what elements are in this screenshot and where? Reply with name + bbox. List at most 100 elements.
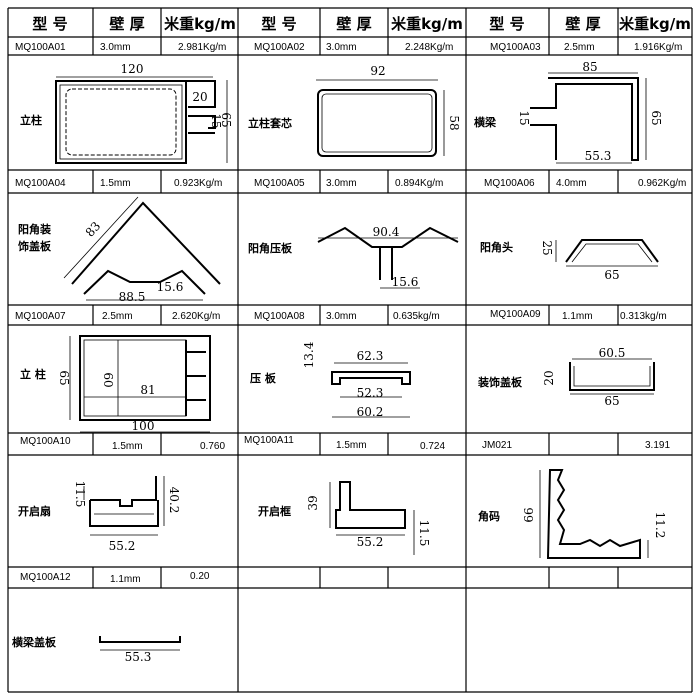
- weight-cell: 0.724: [420, 441, 445, 452]
- header-model: 型 号: [32, 15, 67, 33]
- profile-name: 开启扇: [18, 504, 51, 518]
- header-wall: 壁 厚: [565, 15, 600, 33]
- header-model: 型 号: [261, 15, 296, 33]
- weight-cell: 2.620Kg/m: [172, 311, 220, 322]
- profile-drawing: 阳角装 饰盖板 83 88.5 15.6: [18, 196, 221, 304]
- profile-drawing: 立柱套芯 92 58: [248, 64, 461, 157]
- model-cell: MQ100A12: [20, 572, 71, 583]
- dimension: 90.4: [373, 225, 400, 239]
- profile-name: 阳角装: [18, 222, 51, 236]
- dimension: 88.5: [119, 290, 146, 304]
- profile-drawing: 立 柱 65 60 81 100: [20, 335, 211, 433]
- model-cell: MQ100A04: [15, 178, 66, 189]
- weight-cell: 0.962Kg/m: [638, 178, 686, 189]
- profile-drawing: 横梁 85 15 65 55.3: [474, 60, 663, 164]
- profile-name: 饰盖板: [18, 239, 52, 253]
- dimension: 58: [447, 115, 461, 130]
- weight-cell: 2.981Kg/m: [178, 42, 226, 53]
- dimension: 20: [192, 90, 207, 104]
- dimension: 15.6: [157, 280, 184, 294]
- profile-drawing: 压 板 62.3 13.4 52.3 60.2: [250, 341, 411, 419]
- header-wall: 壁 厚: [336, 15, 371, 33]
- dimension: 83: [83, 219, 104, 240]
- dimension: 100: [132, 419, 155, 433]
- dimension: 62.3: [357, 349, 384, 363]
- wall-cell: 1.5mm: [100, 178, 131, 189]
- profile-drawing: 装饰盖板 60.5 20 65: [477, 346, 655, 408]
- profile-name: 立 柱: [20, 367, 46, 381]
- profile-name: 立柱套芯: [248, 116, 292, 130]
- profile-name: 阳角压板: [248, 241, 293, 255]
- profile-drawing: 阳角压板 90.4 15.6: [248, 225, 459, 289]
- profile-drawing: 立柱 120 20 15 65: [20, 62, 233, 164]
- dimension: 55.2: [357, 535, 384, 549]
- spec-row: MQ100A10 1.5mm 0.760 MQ100A11 1.5mm 0.72…: [20, 435, 670, 452]
- weight-cell: 0.20: [190, 571, 210, 582]
- weight-cell: 0.894Kg/m: [395, 178, 443, 189]
- profile-drawing: 角码 66 11.2: [478, 469, 667, 559]
- dimension: 11.2: [653, 512, 667, 539]
- model-cell: MQ100A11: [244, 435, 294, 446]
- dimension: 55.3: [125, 650, 152, 664]
- dimension: 92: [370, 64, 385, 78]
- spec-row: MQ100A01 3.0mm 2.981Kg/m MQ100A02 3.0mm …: [15, 42, 682, 53]
- wall-cell: 3.0mm: [326, 42, 357, 53]
- profile-name: 横梁: [474, 115, 497, 129]
- dimension: 55.3: [585, 149, 612, 163]
- profile-name: 装饰盖板: [477, 375, 523, 389]
- wall-cell: 2.5mm: [564, 42, 595, 53]
- header-weight: 米重kg/m: [164, 15, 236, 33]
- model-cell: MQ100A05: [254, 178, 305, 189]
- profile-drawing: 横梁盖板 55.3: [12, 635, 181, 664]
- dimension: 120: [121, 62, 144, 76]
- dimension: 66: [522, 507, 536, 522]
- wall-cell: 3.0mm: [100, 42, 131, 53]
- model-cell: MQ100A08: [254, 311, 305, 322]
- spec-row: MQ100A12 1.1mm 0.20: [20, 571, 210, 585]
- header-weight: 米重kg/m: [619, 15, 691, 33]
- table-header: 型 号 壁 厚 米重kg/m 型 号 壁 厚 米重kg/m 型 号 壁 厚 米重…: [32, 15, 691, 33]
- wall-cell: 1.5mm: [336, 440, 367, 451]
- profile-drawing: 阳角头 25 65: [480, 239, 659, 282]
- dimension: 60: [101, 372, 115, 387]
- profile-name: 横梁盖板: [12, 635, 57, 649]
- model-cell: MQ100A01: [15, 42, 66, 53]
- header-model: 型 号: [489, 15, 524, 33]
- dimension: 60.5: [599, 346, 626, 360]
- dimension: 81: [140, 383, 155, 397]
- dimension: 40.2: [167, 487, 181, 514]
- wall-cell: 1.1mm: [562, 311, 593, 322]
- dimension: 15: [209, 113, 223, 128]
- dimension: 65: [604, 268, 619, 282]
- profile-drawing: 开启框 39 55.2 11.5: [258, 481, 431, 555]
- dimension: 15.6: [392, 275, 419, 289]
- dimension: 15: [517, 110, 531, 125]
- dimension: 11.5: [73, 481, 87, 508]
- dimension: 65: [649, 110, 663, 125]
- model-cell: MQ100A10: [20, 436, 71, 447]
- dimension: 39: [306, 495, 320, 510]
- dimension: 60.2: [357, 405, 384, 419]
- wall-cell: 1.1mm: [110, 574, 141, 585]
- weight-cell: 0.313kg/m: [620, 311, 667, 322]
- model-cell: JM021: [482, 440, 512, 451]
- dimension: 20: [542, 370, 556, 385]
- model-cell: MQ100A02: [254, 42, 305, 53]
- dimension: 11.5: [417, 520, 431, 547]
- weight-cell: 0.923Kg/m: [174, 178, 222, 189]
- header-wall: 壁 厚: [109, 15, 144, 33]
- dimension: 65: [219, 112, 233, 127]
- profile-name: 立柱: [20, 113, 42, 127]
- profile-drawing: 开启扇 11.5 40.2 55.2: [18, 476, 181, 553]
- dimension: 25: [540, 240, 554, 255]
- header-weight: 米重kg/m: [391, 15, 463, 33]
- dimension: 52.3: [357, 386, 384, 400]
- weight-cell: 2.248Kg/m: [405, 42, 453, 53]
- profile-name: 压 板: [250, 371, 277, 385]
- wall-cell: 3.0mm: [326, 178, 357, 189]
- model-cell: MQ100A06: [484, 178, 535, 189]
- model-cell: MQ100A09: [490, 309, 541, 320]
- dimension: 55.2: [109, 539, 136, 553]
- model-cell: MQ100A03: [490, 42, 541, 53]
